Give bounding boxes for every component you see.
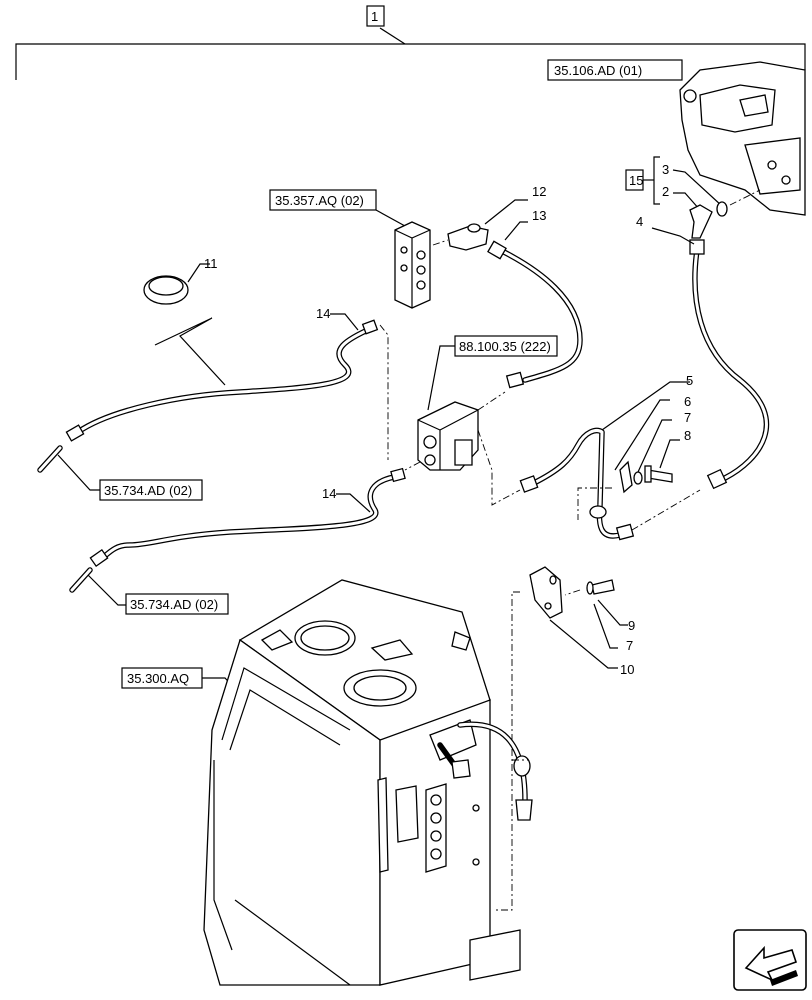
direction-arrow-icon bbox=[733, 929, 807, 991]
callout-9: 9 bbox=[628, 618, 635, 633]
ref-box-left-lower bbox=[125, 593, 229, 615]
hose-band-11 bbox=[143, 263, 210, 305]
bracket-10 bbox=[529, 566, 563, 619]
callout-7a: 7 bbox=[684, 410, 691, 425]
hose-end-left-lower bbox=[69, 567, 93, 593]
clamp-6 bbox=[619, 460, 643, 494]
ref-box-pump bbox=[547, 59, 683, 81]
tee-fitting-12 bbox=[447, 223, 489, 251]
hose-4 bbox=[689, 239, 770, 490]
ref-box-left-upper bbox=[99, 479, 203, 501]
valve-block bbox=[394, 221, 431, 309]
callout-11: 11 bbox=[204, 256, 218, 271]
hose-13 bbox=[487, 240, 583, 389]
assembly-number: 1 bbox=[371, 9, 378, 24]
hose-14-lower bbox=[89, 467, 406, 568]
callout-3: 3 bbox=[662, 162, 669, 177]
hose-14-upper bbox=[65, 319, 379, 442]
hose-end-left-upper bbox=[37, 445, 63, 473]
callout-7b: 7 bbox=[626, 638, 633, 653]
group-bracket-15: 15 3 2 bbox=[625, 156, 723, 211]
callout-13: 13 bbox=[532, 208, 546, 223]
callout-5: 5 bbox=[686, 373, 693, 388]
ref-left-upper: 35.734.AD (02) bbox=[104, 483, 192, 498]
control-valve bbox=[417, 401, 479, 471]
bolt-9 bbox=[586, 579, 615, 595]
elbow-fitting bbox=[689, 189, 761, 239]
bolt-8 bbox=[644, 465, 673, 483]
ref-left-lower: 35.734.AD (02) bbox=[130, 597, 218, 612]
ref-block: 35.357.AQ (02) bbox=[275, 193, 364, 208]
assembly-number-box bbox=[366, 5, 385, 27]
tube-5 bbox=[519, 427, 635, 541]
callout-10: 10 bbox=[620, 662, 634, 677]
hydraulic-tank bbox=[203, 579, 533, 986]
callout-6: 6 bbox=[684, 394, 691, 409]
callout-2: 2 bbox=[662, 184, 669, 199]
callout-14a: 14 bbox=[316, 306, 330, 321]
pump bbox=[679, 61, 806, 216]
callout-12: 12 bbox=[532, 184, 546, 199]
assembly-bracket: 1 bbox=[15, 5, 806, 80]
ref-pump: 35.106.AD (01) bbox=[554, 63, 642, 78]
group-number: 15 bbox=[629, 173, 643, 188]
callout-4: 4 bbox=[636, 214, 643, 229]
ref-tank: 35.300.AQ bbox=[127, 671, 189, 686]
callout-8: 8 bbox=[684, 428, 691, 443]
callout-14b: 14 bbox=[322, 486, 336, 501]
ref-box-block bbox=[269, 189, 377, 211]
ref-valve: 88.100.35 (222) bbox=[459, 339, 551, 354]
